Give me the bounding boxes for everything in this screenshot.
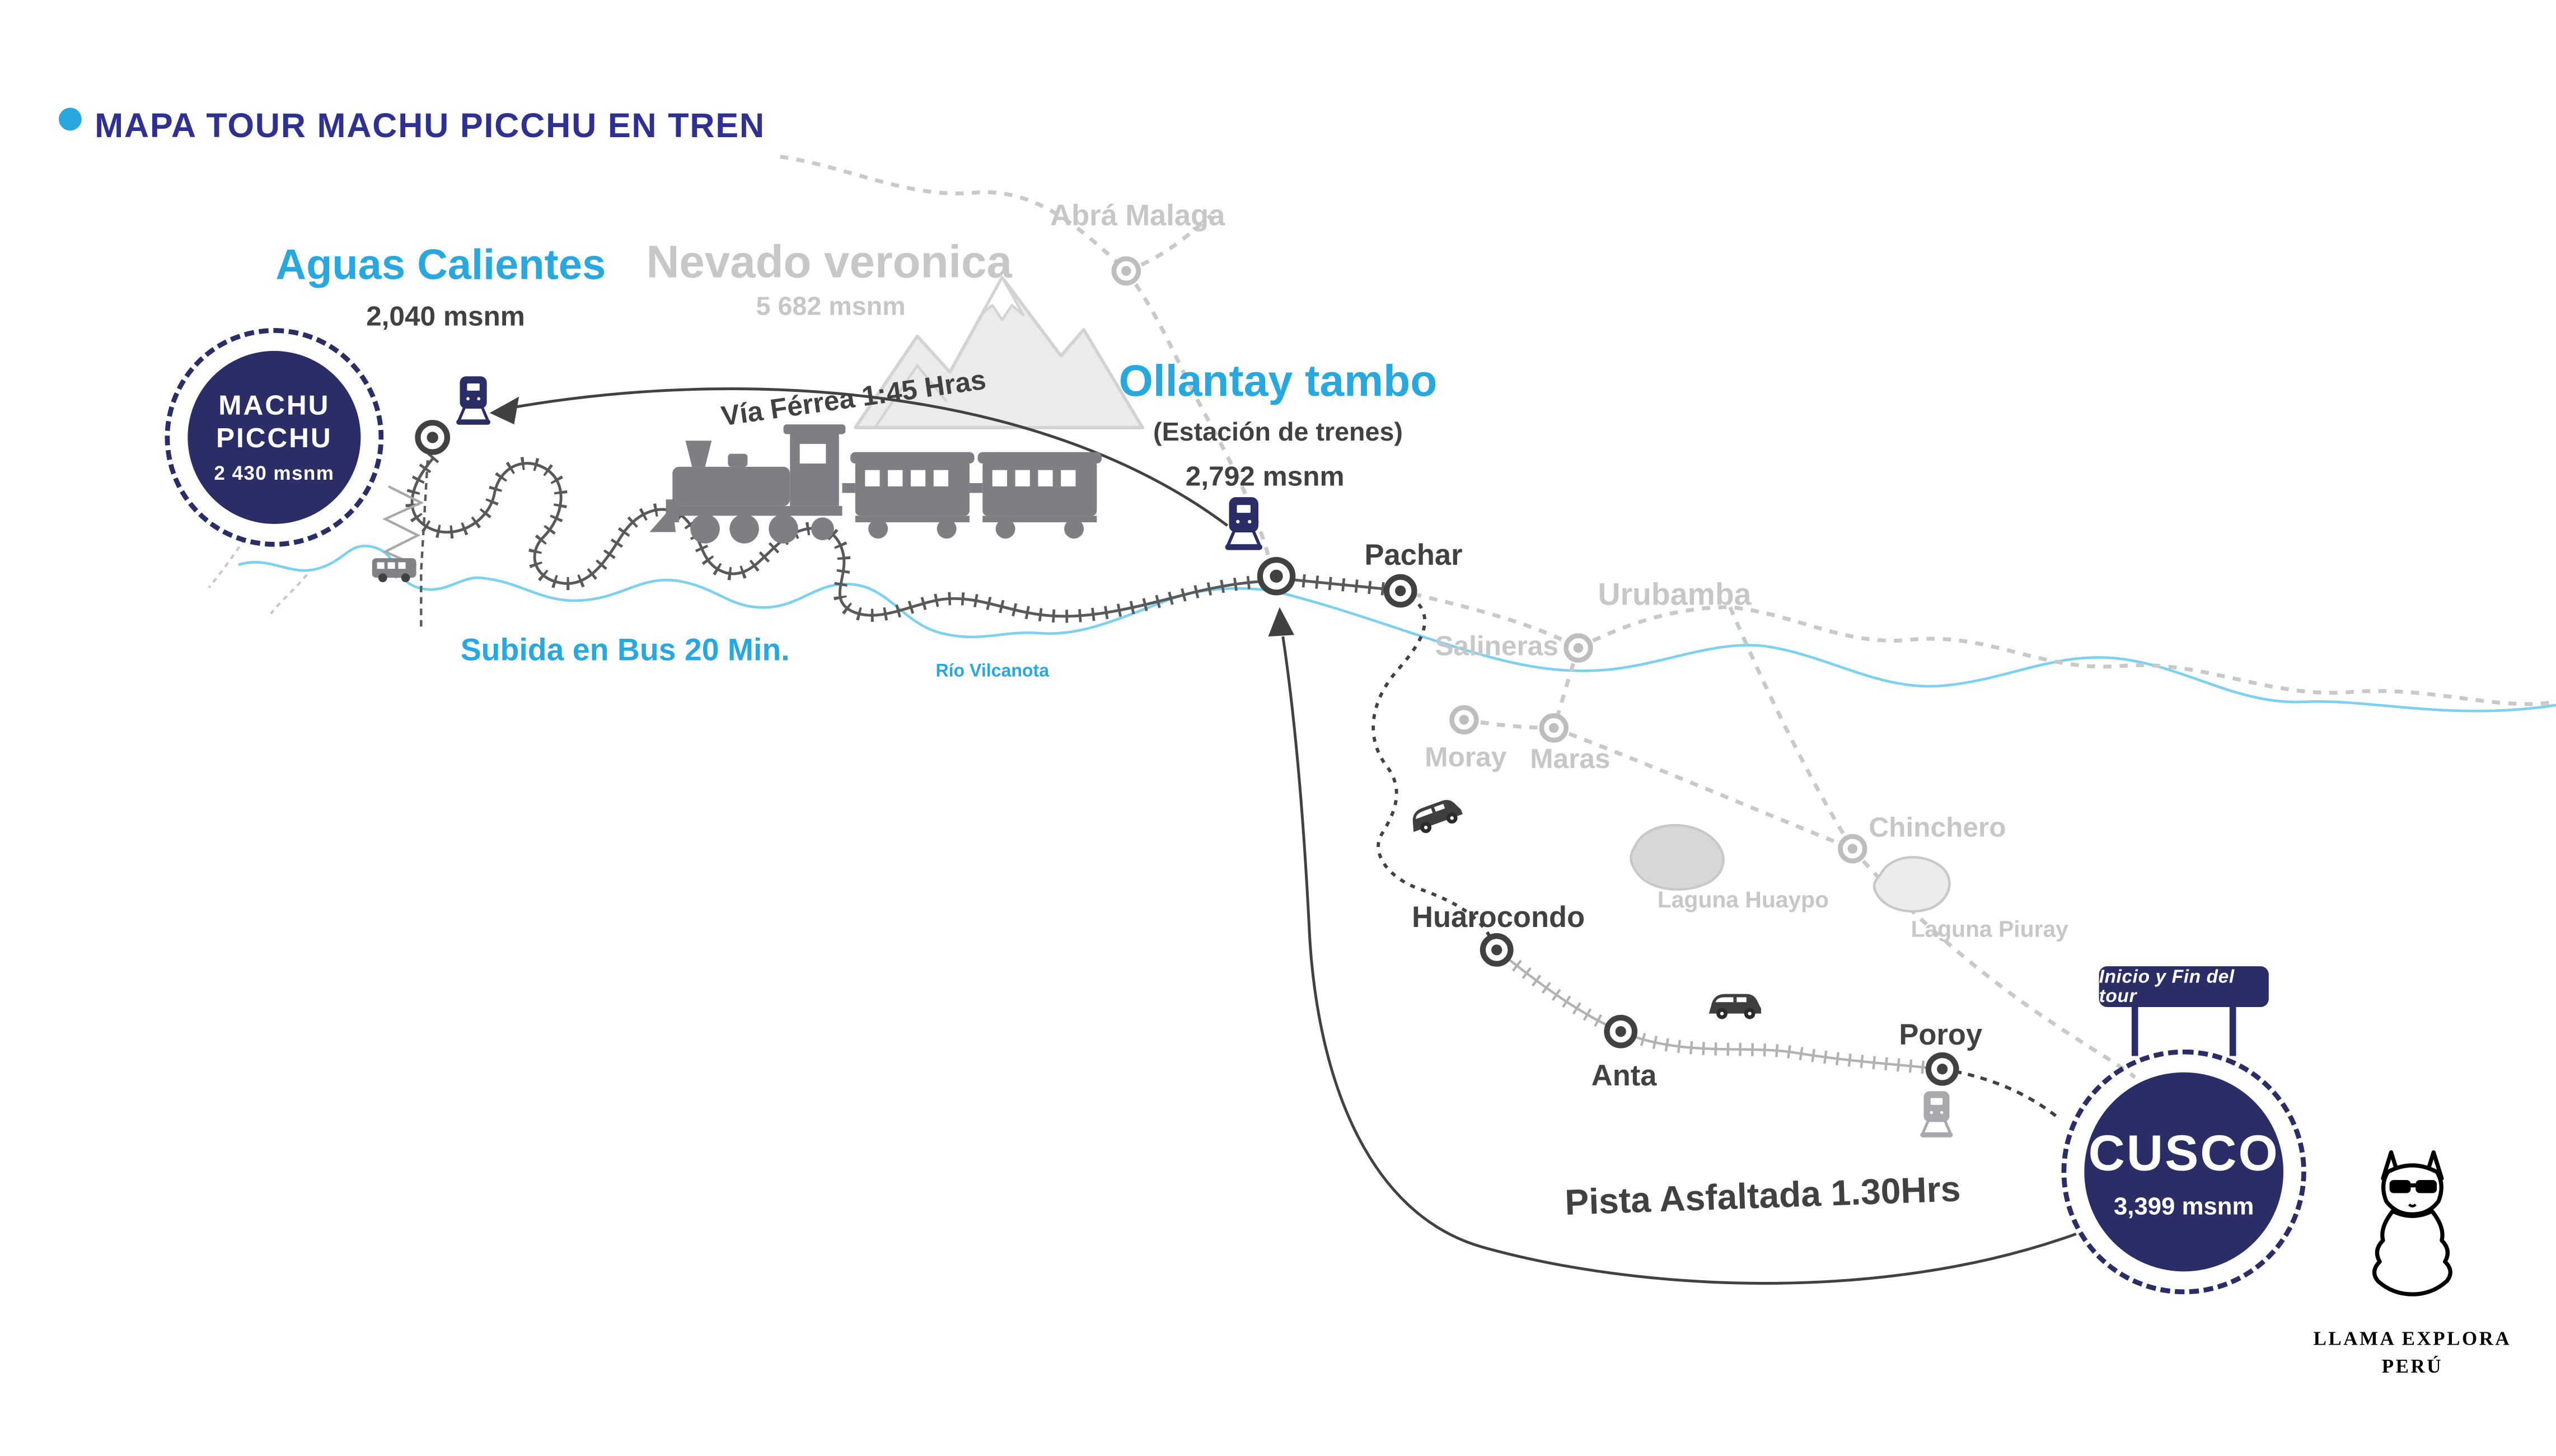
road-pachar-huarocondo — [1371, 589, 1499, 951]
label-laguna-huaypo: Laguna Huaypo — [1657, 886, 1829, 912]
railway-aguas-ollantaytambo — [405, 452, 1388, 623]
label-laguna-piuray: Laguna Piuray — [1911, 915, 2068, 942]
ruins-sketch — [208, 537, 308, 615]
laguna-huaypo-shape — [1630, 823, 1725, 891]
arrow-pista-asfaltada — [1268, 607, 2077, 1285]
railway-huarocondo-poroy — [1492, 944, 1943, 1076]
node-ollantaytambo — [1257, 556, 1296, 596]
sign-post-left — [2131, 1004, 2138, 1056]
roads-sacred-valley — [1413, 592, 2556, 1079]
river-vilcanota — [238, 545, 2556, 713]
machu-picchu-badge: MACHU PICCHU 2 430 msnm — [188, 350, 361, 524]
label-ollantaytambo-altitude: 2,792 msnm — [1185, 461, 1345, 493]
laguna-piuray-shape — [1872, 856, 1951, 913]
bus-icon — [372, 558, 416, 583]
logo-line2: PERÚ — [2381, 1355, 2443, 1378]
cusco-name: CUSCO — [2088, 1123, 2279, 1181]
mountain-nevado-veronica — [853, 275, 1144, 429]
label-ollantaytambo: Ollantay tambo — [1118, 357, 1438, 406]
machu-picchu-name-line1: MACHU — [218, 390, 330, 422]
label-abra-malaga: Abrá Malaga — [1050, 199, 1225, 232]
train-illustration — [649, 424, 1102, 544]
node-moray — [1449, 705, 1479, 735]
cusco-ring — [2061, 1049, 2306, 1295]
label-nevado-veronica: Nevado veronica — [646, 236, 1012, 288]
label-anta: Anta — [1591, 1059, 1657, 1092]
label-chinchero: Chinchero — [1869, 812, 2006, 843]
label-aguas-calientes: Aguas Calientes — [275, 240, 606, 289]
arrow-via-ferrea — [489, 387, 1229, 527]
node-huarocondo — [1480, 933, 1514, 967]
label-nevado-veronica-altitude: 5 682 msnm — [756, 293, 906, 322]
machu-picchu-name-line2: PICCHU — [216, 422, 333, 453]
cusco-altitude: 3,399 msnm — [2113, 1192, 2254, 1220]
node-poroy — [1925, 1052, 1959, 1086]
page-title: MAPA TOUR MACHU PICCHU EN TREN — [95, 107, 765, 146]
label-ollantaytambo-subtitle: (Estación de trenes) — [1153, 419, 1403, 447]
node-anta — [1604, 1014, 1638, 1048]
label-huarocondo: Huarocondo — [1412, 901, 1585, 934]
label-moray: Moray — [1425, 742, 1507, 773]
llama-logo-icon — [2372, 1150, 2452, 1296]
machu-picchu-altitude: 2 430 msnm — [214, 462, 335, 485]
train-station-icon-poroy — [1921, 1092, 1952, 1137]
label-urubamba: Urubamba — [1598, 578, 1752, 613]
cusco-badge: CUSCO 3,399 msnm — [2084, 1072, 2284, 1272]
node-chinchero — [1838, 834, 1867, 864]
label-salineras: Salineras — [1435, 630, 1558, 662]
title-bullet-icon — [58, 107, 82, 131]
label-poroy: Poroy — [1899, 1018, 1983, 1051]
road-poroy-cusco — [1942, 1067, 2058, 1118]
train-station-icon-ollantaytambo — [1226, 498, 1261, 549]
node-pachar — [1383, 574, 1417, 608]
label-aguas-calientes-altitude: 2,040 msnm — [366, 301, 525, 333]
sign-post-right — [2229, 1004, 2236, 1056]
node-maras — [1539, 713, 1569, 743]
label-subida-bus: Subida en Bus 20 Min. — [460, 634, 790, 668]
train-station-icon-aguas — [457, 377, 490, 424]
connector-aguas-bus — [420, 460, 429, 627]
map-nodes — [415, 256, 1959, 1086]
node-aguas-calientes — [415, 420, 451, 455]
tour-start-end-label: Inicio y Fin del tour — [2099, 967, 2235, 1006]
van-icon-2 — [1708, 994, 1762, 1019]
label-maras: Maras — [1530, 743, 1611, 775]
node-salineras — [1563, 633, 1593, 663]
label-rio-vilcanota: Río Vilcanota — [935, 662, 1050, 682]
machu-picchu-ring — [165, 328, 384, 547]
node-abra-malaga — [1111, 256, 1141, 286]
label-pachar: Pachar — [1364, 539, 1463, 572]
van-icon-1 — [1407, 795, 1465, 837]
road-abra-malaga — [780, 155, 1274, 569]
tour-start-end-sign: Inicio y Fin del tour — [2099, 966, 2269, 1007]
logo-line1: LLAMA EXPLORA — [2313, 1327, 2512, 1350]
